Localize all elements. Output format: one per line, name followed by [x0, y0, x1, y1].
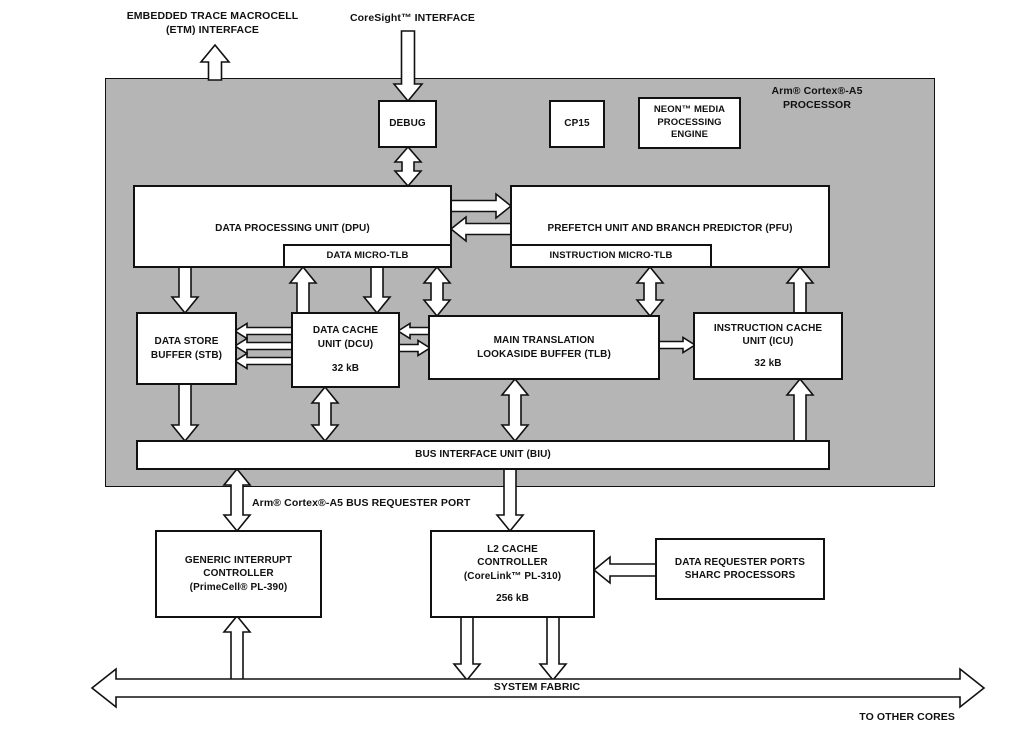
biu-block: BUS INTERFACE UNIT (BIU) — [136, 440, 830, 470]
bus-requester-port-label: Arm® Cortex®-A5 BUS REQUESTER PORT — [252, 497, 471, 509]
arrow-tlb-to-dcu — [396, 322, 431, 340]
l2-cache-label: L2 CACHE CONTROLLER (CoreLink™ PL-310) — [463, 543, 562, 582]
arrow-tlb-to-icu — [657, 336, 697, 354]
data-requester-ports-block: DATA REQUESTER PORTS SHARC PROCESSORS — [655, 538, 825, 600]
dpu-label: DATA PROCESSING UNIT (DPU) — [215, 223, 370, 235]
pfu-label: PREFETCH UNIT AND BRANCH PREDICTOR (PFU) — [547, 223, 793, 235]
arrow-dcu-to-tlb — [397, 339, 432, 357]
icu-label: INSTRUCTION CACHE UNIT (ICU) — [713, 322, 823, 348]
tlb-block: MAIN TRANSLATION LOOKASIDE BUFFER (TLB) — [428, 315, 660, 380]
processor-title-label: Arm® Cortex®-A5 PROCESSOR — [771, 85, 863, 111]
coresight-interface-label: CoreSight™ INTERFACE — [349, 12, 476, 24]
arrow-system-fabric — [90, 667, 986, 709]
to-other-cores-label: TO OTHER CORES — [859, 711, 955, 723]
pfu-block: PREFETCH UNIT AND BRANCH PREDICTOR (PFU)… — [510, 185, 830, 268]
arrow-dcu-to-stb-3 — [233, 352, 293, 370]
arrow-biu-to-icu — [785, 377, 815, 442]
etm-interface-label: EMBEDDED TRACE MACROCELL (ETM) INTERFACE — [126, 10, 299, 36]
dpu-block: DATA PROCESSING UNIT (DPU) DATA MICRO-TL… — [133, 185, 452, 268]
arrow-pfu-to-dpu — [449, 215, 512, 243]
arrow-tlb-biu — [500, 377, 530, 443]
dcu-label: DATA CACHE UNIT (DCU) — [312, 325, 379, 350]
arrow-fabric-to-gic — [222, 614, 252, 681]
arrow-drp-to-l2 — [592, 555, 657, 585]
debug-block: DEBUG — [378, 100, 437, 148]
instruction-micro-tlb-block: INSTRUCTION MICRO-TLB — [512, 244, 712, 266]
l2-cache-size-label: 256 kB — [496, 593, 529, 604]
dcu-size-label: 32 kB — [331, 363, 360, 375]
data-micro-tlb-block: DATA MICRO-TLB — [283, 244, 450, 266]
stb-block: DATA STORE BUFFER (STB) — [136, 312, 237, 385]
l2-cache-block: L2 CACHE CONTROLLER (CoreLink™ PL-310) 2… — [430, 530, 595, 618]
arrow-biu-to-l2 — [495, 468, 525, 533]
arrow-dpu-to-pfu — [450, 192, 513, 220]
arrow-dcu-biu — [310, 385, 340, 443]
arrow-coresight-down — [392, 30, 424, 103]
arrow-stb-to-biu — [170, 383, 200, 443]
arrow-biu-gic — [222, 467, 252, 533]
system-fabric-label: SYSTEM FABRIC — [493, 681, 581, 693]
arrow-dcu-to-stb-1 — [233, 322, 293, 340]
icu-block: INSTRUCTION CACHE UNIT (ICU) 32 kB — [693, 312, 843, 380]
arrow-dpu-to-dcu — [362, 266, 392, 315]
dcu-block: DATA CACHE UNIT (DCU) 32 kB — [291, 312, 400, 388]
cp15-block: CP15 — [549, 100, 605, 148]
arrow-dcu-to-stb-2 — [233, 337, 293, 355]
arrow-l2-to-fabric-1 — [452, 616, 482, 682]
gic-block: GENERIC INTERRUPT CONTROLLER (PrimeCell®… — [155, 530, 322, 618]
arrow-dpu-to-stb — [170, 266, 200, 315]
arrow-debug-dpu — [393, 145, 423, 188]
icu-size-label: 32 kB — [754, 357, 782, 369]
neon-block: NEON™ MEDIA PROCESSING ENGINE — [638, 97, 741, 149]
arrow-etm-up — [199, 43, 231, 81]
arrow-l2-to-fabric-2 — [538, 616, 568, 682]
